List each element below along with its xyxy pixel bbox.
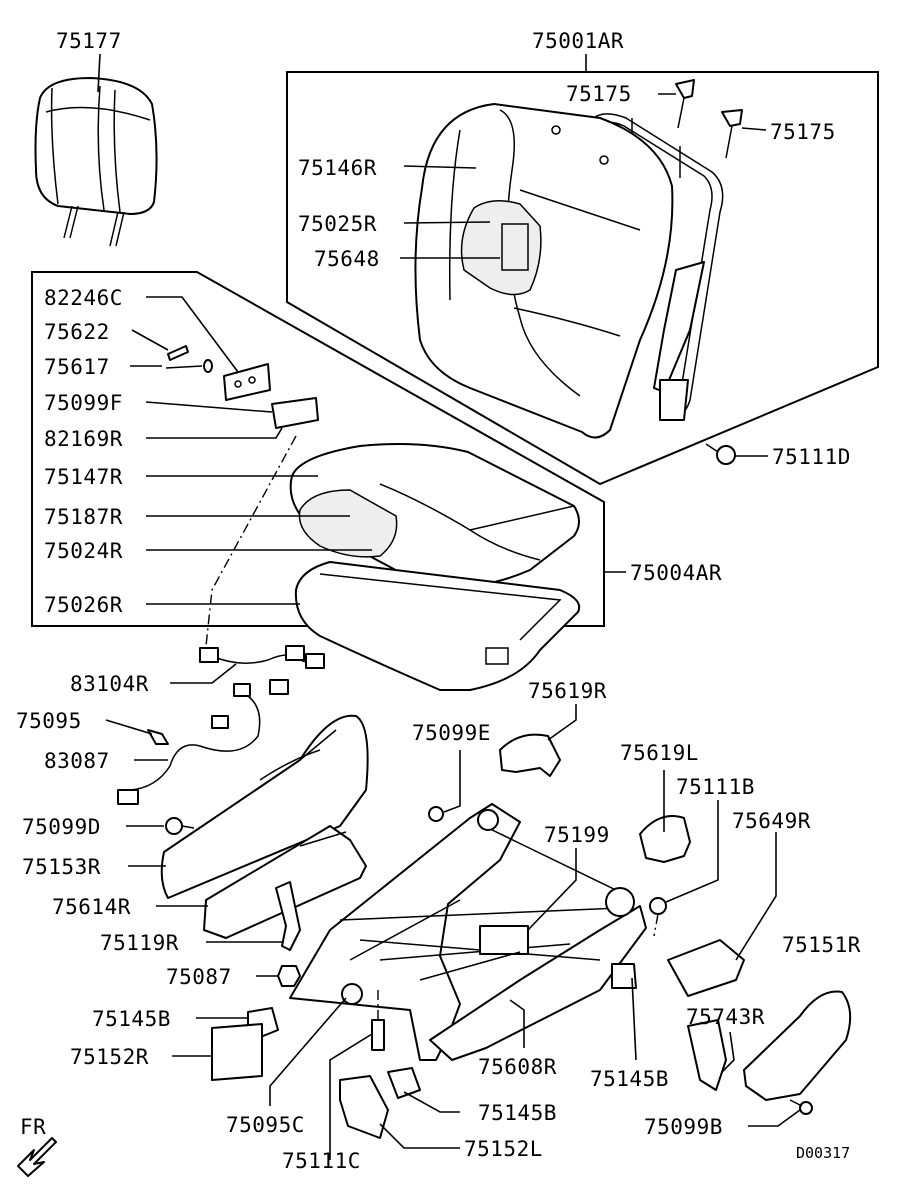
label-75095C: 75095C <box>226 1113 305 1137</box>
label-75026R: 75026R <box>44 593 123 617</box>
cushion-group-box <box>31 271 605 627</box>
bolt-75175-a <box>675 79 695 129</box>
label-75025R: 75025R <box>298 212 377 236</box>
screw-75095 <box>147 729 169 745</box>
screw-75099D <box>165 817 195 835</box>
label-75099D: 75099D <box>22 815 101 839</box>
harness-83087 <box>117 683 261 805</box>
label-75145B-c: 75145B <box>478 1101 557 1125</box>
label-75099B: 75099B <box>644 1115 723 1139</box>
label-75622: 75622 <box>44 320 110 344</box>
label-75024R: 75024R <box>44 539 123 563</box>
label-75175-b: 75175 <box>770 120 836 144</box>
label-75145B-b: 75145B <box>590 1067 669 1091</box>
seatback-part <box>414 103 724 439</box>
label-82246C: 82246C <box>44 286 123 310</box>
label-75119R: 75119R <box>100 931 179 955</box>
label-75619L: 75619L <box>620 741 699 765</box>
label-75649R: 75649R <box>732 809 811 833</box>
seatback-group-box <box>286 71 879 486</box>
label-75614R: 75614R <box>52 895 131 919</box>
bracket-75119R <box>275 881 301 951</box>
shield-75614R <box>203 825 367 939</box>
nut-75087 <box>277 965 301 987</box>
label-75199: 75199 <box>544 823 610 847</box>
bolt-75111B <box>649 897 667 937</box>
grommet-75095C <box>341 983 363 1005</box>
switch-cover-82246C <box>223 363 271 401</box>
label-75152R: 75152R <box>70 1045 149 1069</box>
side-shield-75153R <box>160 714 369 899</box>
diagram-code: D00317 <box>796 1144 850 1162</box>
cover-75145B-c <box>387 1067 421 1099</box>
label-75146R: 75146R <box>298 156 377 180</box>
label-75099E: 75099E <box>412 721 491 745</box>
label-75187R: 75187R <box>44 505 123 529</box>
label-75111D: 75111D <box>772 445 851 469</box>
label-75145B-a: 75145B <box>92 1007 171 1031</box>
bolt-75111D <box>705 443 736 465</box>
label-82169R: 82169R <box>44 427 123 451</box>
cover-75145B-b <box>611 963 637 989</box>
label-75648: 75648 <box>314 247 380 271</box>
label-83087: 83087 <box>44 749 110 773</box>
label-75099F: 75099F <box>44 391 123 415</box>
leader-lines <box>97 53 801 1160</box>
label-75004AR: 75004AR <box>630 561 722 585</box>
label-75152L: 75152L <box>464 1137 543 1161</box>
label-75001AR: 75001AR <box>532 29 624 53</box>
switch-82169R <box>245 397 319 429</box>
front-label: FR <box>20 1115 46 1139</box>
label-83104R: 83104R <box>70 672 149 696</box>
callout-labels: 75177 75001AR 75175 75175 75146R 75025R … <box>16 29 861 1173</box>
cover-75649R <box>667 939 745 997</box>
headrest-part <box>34 77 158 247</box>
clip-75617 <box>165 359 213 373</box>
label-75111C: 75111C <box>282 1149 361 1173</box>
cushion-part <box>289 443 581 691</box>
label-75087: 75087 <box>166 965 232 989</box>
label-75177: 75177 <box>56 29 122 53</box>
label-75095: 75095 <box>16 709 82 733</box>
label-75153R: 75153R <box>22 855 101 879</box>
screw-75622 <box>167 345 189 361</box>
label-75617: 75617 <box>44 355 110 379</box>
buckle-75743R <box>687 1019 727 1091</box>
label-75175-a: 75175 <box>566 82 632 106</box>
label-75111B: 75111B <box>676 775 755 799</box>
harness-83104R <box>199 435 325 695</box>
label-75151R: 75151R <box>782 933 861 957</box>
cover-75619R <box>499 733 561 777</box>
cover-75152L <box>339 1075 389 1139</box>
screw-75099B <box>789 1099 813 1115</box>
bolt-75175-b <box>721 109 743 159</box>
bolt-75111C <box>371 990 385 1051</box>
cover-75151R <box>743 990 852 1101</box>
cover-75152R <box>211 1023 263 1081</box>
label-75743R: 75743R <box>686 1005 765 1029</box>
label-75619R: 75619R <box>528 679 607 703</box>
front-direction-arrow <box>17 1137 57 1177</box>
label-75608R: 75608R <box>478 1055 557 1079</box>
screw-75099E <box>428 806 444 822</box>
label-75147R: 75147R <box>44 465 123 489</box>
cover-75619L <box>639 815 691 863</box>
